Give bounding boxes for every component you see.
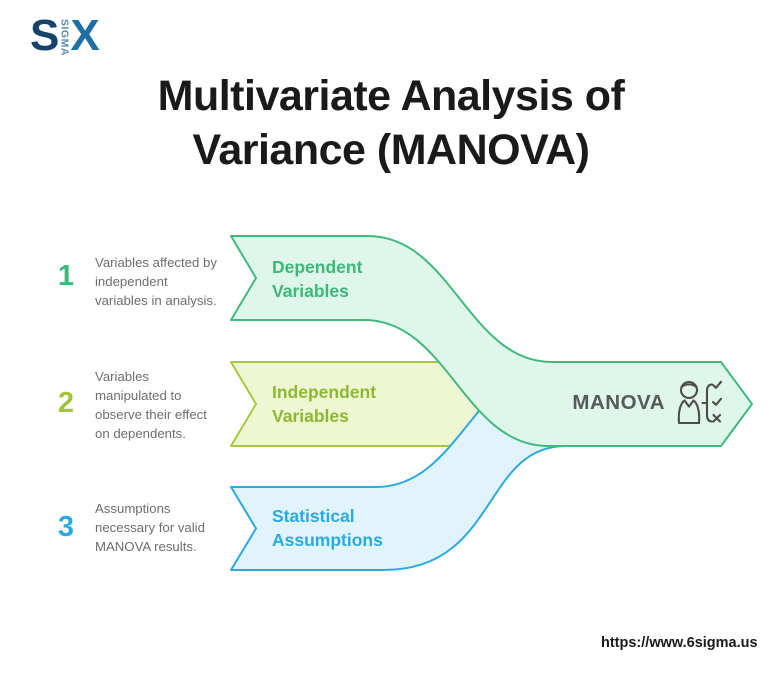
checklist-bracket-icon xyxy=(701,383,714,423)
step-2-description-line: manipulated to xyxy=(95,388,182,403)
step-3-description-line: necessary for valid xyxy=(95,520,205,535)
step-2-description-line: observe their effect xyxy=(95,407,207,422)
band-label-line: Statistical xyxy=(272,506,355,526)
step-2-number: 2 xyxy=(57,387,75,419)
independent-variables-label: Independent Variables xyxy=(272,381,376,428)
step-3-description-line: MANOVA results. xyxy=(95,539,197,554)
logo-sigma-vertical-text: SIGMA xyxy=(58,19,71,56)
step-1-description-line: Variables affected by xyxy=(95,255,217,270)
manova-result-label: MANOVA xyxy=(572,391,665,414)
band-label-line: Dependent xyxy=(272,257,363,277)
band-label-line: Assumptions xyxy=(272,529,383,550)
logo-letter-s: S xyxy=(30,11,60,60)
x-mark-icon xyxy=(712,413,722,423)
band-label-line: Variables xyxy=(272,280,349,301)
person-checklist-icon xyxy=(677,380,723,425)
statistical-assumptions-label: Statistical Assumptions xyxy=(272,505,383,552)
step-3-description-line: Assumptions xyxy=(95,501,171,516)
person-hair-icon xyxy=(680,383,698,389)
dependent-variables-band xyxy=(230,235,753,447)
band-label-line: Independent xyxy=(272,382,377,402)
person-body-icon xyxy=(677,399,701,425)
title-line-2: Variance (MANOVA) xyxy=(192,126,590,174)
dependent-variables-label: Dependent Variables xyxy=(272,256,362,303)
page-title: Multivariate Analysis of Variance (MANOV… xyxy=(0,69,782,177)
step-1-description-line: independent xyxy=(95,274,168,289)
step-3-number: 3 xyxy=(57,511,75,543)
person-head-icon xyxy=(679,380,699,400)
step-2-description-line: on dependents. xyxy=(95,426,186,441)
six-sigma-logo: S SIGMA X xyxy=(30,12,100,60)
band-label-line: Variables xyxy=(272,405,349,426)
step-1-number: 1 xyxy=(57,260,75,292)
website-url: https://www.6sigma.us xyxy=(601,635,758,651)
title-line-1: Multivariate Analysis of xyxy=(157,72,625,120)
logo-letter-x: X xyxy=(70,11,100,60)
step-2-description-line: Variables xyxy=(95,369,149,384)
step-1-description-line: variables in analysis. xyxy=(95,293,217,308)
step-2-description: Variables manipulated to observe their e… xyxy=(95,367,245,443)
check-mark-middle-icon xyxy=(711,397,723,406)
step-1-description: Variables affected by independent variab… xyxy=(95,253,245,310)
step-3-description: Assumptions necessary for valid MANOVA r… xyxy=(95,499,245,556)
check-mark-top-icon xyxy=(711,380,723,389)
